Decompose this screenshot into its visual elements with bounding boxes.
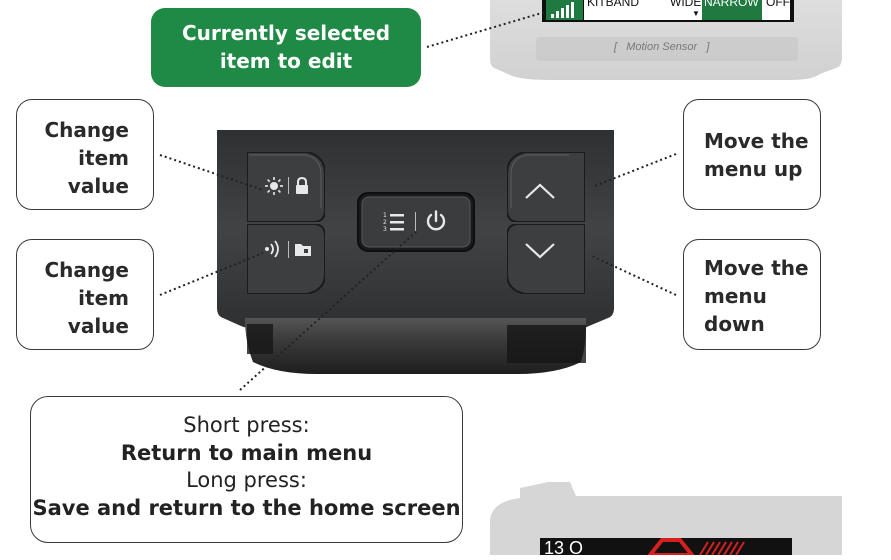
svg-text:1: 1	[383, 212, 387, 219]
callout-line: down	[704, 312, 765, 336]
move-down-callout: Move the menu down	[683, 239, 821, 350]
short-press-label: Short press:	[183, 413, 310, 437]
divider	[288, 241, 289, 258]
folder-icon	[294, 241, 312, 262]
callout-line: menu up	[704, 157, 803, 181]
top-device: KITBAND WIDE NARROW OFF ▼ [ Motion Senso…	[490, 0, 842, 88]
callout-line: item to edit	[219, 49, 353, 73]
selected-item-callout: Currently selected item to edit	[151, 8, 421, 87]
svg-text:3: 3	[383, 226, 387, 233]
callout-line: Move the	[704, 256, 809, 280]
down-button[interactable]	[506, 223, 586, 295]
callout-line: item	[78, 146, 129, 170]
sun-icon	[264, 176, 284, 201]
callout-line: value	[67, 314, 129, 338]
menu-button-callout: Short press: Return to main menu Long pr…	[30, 396, 463, 543]
long-press-action: Save and return to the home screen	[32, 495, 461, 520]
long-press-label: Long press:	[186, 468, 307, 492]
callout-line: item	[78, 286, 129, 310]
bottom-device: 13 O	[490, 480, 842, 558]
screen-item-selected: NARROW	[704, 0, 759, 9]
status-text: [ Motion Sensor ]	[614, 41, 710, 53]
divider	[288, 177, 289, 194]
screen-item: WIDE	[670, 0, 702, 9]
up-button[interactable]	[506, 151, 586, 223]
power-icon	[425, 210, 447, 237]
sound-waves-icon	[264, 240, 284, 263]
change-value-callout-bottom: Change item value	[16, 239, 154, 350]
chevron-down-icon	[524, 242, 556, 265]
svg-text:2: 2	[383, 219, 387, 226]
chevron-up-icon	[524, 182, 556, 205]
move-up-callout: Move the menu up	[683, 99, 821, 210]
short-press-action: Return to main menu	[120, 440, 373, 465]
screen-reading: 13 O	[544, 538, 584, 558]
callout-line: Change	[44, 118, 129, 142]
callout-line: Currently selected	[181, 21, 391, 45]
callout-line: value	[67, 174, 129, 198]
callout-line: Move the	[704, 129, 809, 153]
lock-icon	[295, 176, 309, 200]
callout-line: Change	[44, 258, 129, 282]
change-value-callout-top: Change item value	[16, 99, 154, 210]
divider	[415, 212, 416, 232]
screen-item: KITBAND	[587, 0, 640, 9]
screen-item: OFF	[766, 0, 790, 9]
signal-strength-icon	[550, 2, 578, 18]
caret-down-icon: ▼	[692, 9, 700, 18]
callout-line: menu	[704, 284, 767, 308]
